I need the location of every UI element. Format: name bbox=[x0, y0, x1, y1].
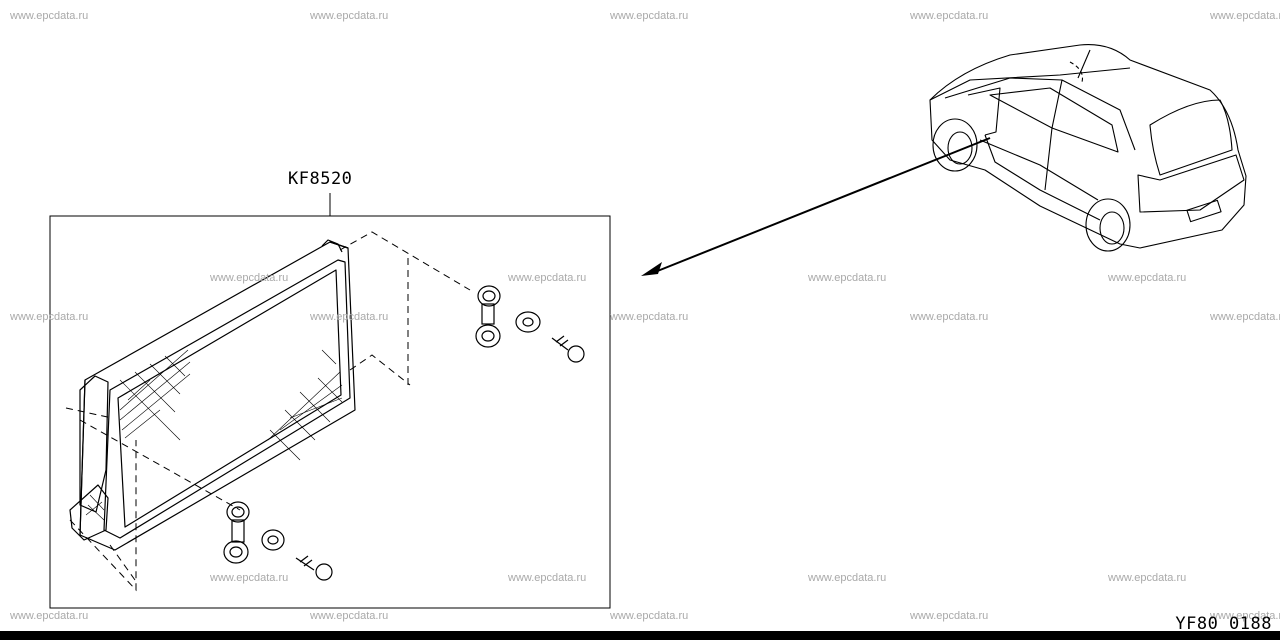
watermark: www.epcdata.ru bbox=[1210, 10, 1280, 22]
dashed-leader-lines bbox=[65, 231, 471, 592]
upper-clip bbox=[475, 285, 501, 348]
upper-screw bbox=[551, 335, 585, 363]
bottom-bar bbox=[0, 631, 1280, 640]
watermark: www.epcdata.ru bbox=[310, 311, 389, 323]
side-window-glass bbox=[69, 239, 356, 551]
watermark: www.epcdata.ru bbox=[1108, 572, 1187, 584]
watermark: www.epcdata.ru bbox=[10, 10, 89, 22]
upper-grommet bbox=[515, 311, 541, 333]
watermark: www.epcdata.ru bbox=[910, 10, 989, 22]
watermark: www.epcdata.ru bbox=[610, 10, 689, 22]
vehicle-illustration bbox=[929, 44, 1247, 252]
part-number-label: KF8520 bbox=[288, 169, 353, 189]
watermark: www.epcdata.ru bbox=[210, 272, 289, 284]
watermark: www.epcdata.ru bbox=[610, 610, 689, 622]
watermark: www.epcdata.ru bbox=[1108, 272, 1187, 284]
watermark: www.epcdata.ru bbox=[10, 610, 89, 622]
watermark: www.epcdata.ru bbox=[508, 572, 587, 584]
location-arrow bbox=[641, 137, 991, 276]
watermark: www.epcdata.ru bbox=[310, 10, 389, 22]
watermark: www.epcdata.ru bbox=[1210, 610, 1280, 622]
watermark: www.epcdata.ru bbox=[610, 311, 689, 323]
watermark: www.epcdata.ru bbox=[310, 610, 389, 622]
watermark: www.epcdata.ru bbox=[508, 272, 587, 284]
glass-mesh-pattern bbox=[85, 349, 343, 521]
watermark: www.epcdata.ru bbox=[210, 572, 289, 584]
watermark: www.epcdata.ru bbox=[10, 311, 89, 323]
lower-clip bbox=[223, 501, 250, 564]
lower-grommet bbox=[261, 529, 285, 551]
watermark: www.epcdata.ru bbox=[910, 610, 989, 622]
watermark: www.epcdata.ru bbox=[808, 572, 887, 584]
watermark: www.epcdata.ru bbox=[1210, 311, 1280, 323]
lower-screw bbox=[295, 555, 333, 581]
diagram-code: YF80 0188 bbox=[1175, 614, 1272, 634]
watermark: www.epcdata.ru bbox=[910, 311, 989, 323]
watermark: www.epcdata.ru bbox=[808, 272, 887, 284]
